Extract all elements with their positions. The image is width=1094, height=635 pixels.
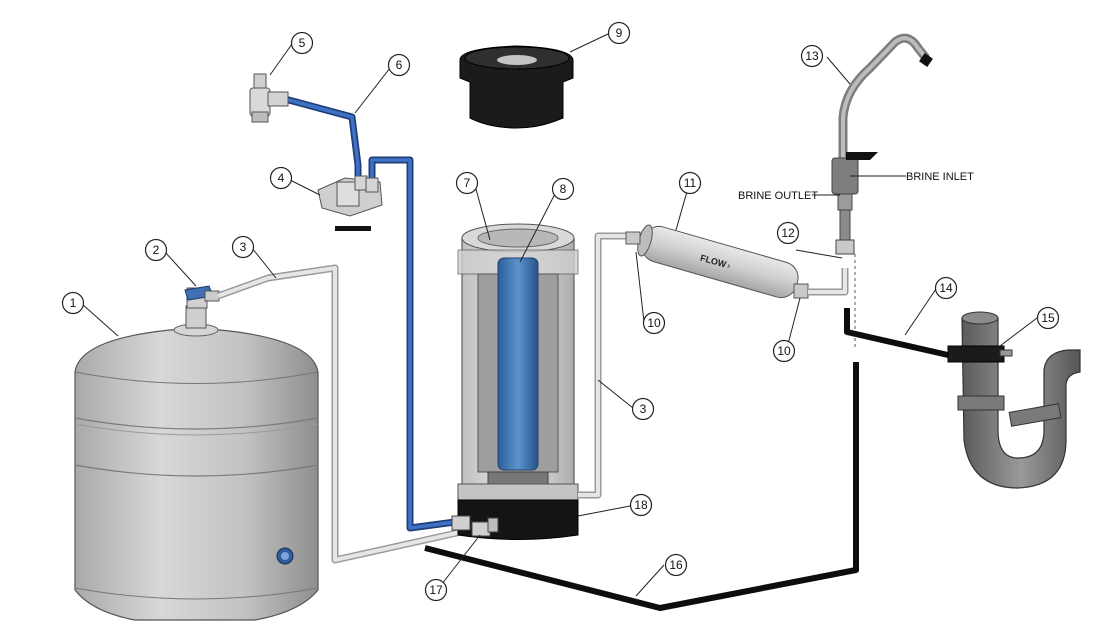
callout-label: 16 <box>669 558 683 572</box>
blue-feed-tube <box>284 95 456 532</box>
callout-label: 14 <box>939 281 953 295</box>
callout-label: 7 <box>464 176 471 190</box>
tube-postfilter-to-faucet <box>808 268 849 296</box>
storage-tank <box>74 305 319 621</box>
base-fittings <box>451 515 499 537</box>
callout-8: 8 <box>551 177 575 201</box>
callout-13: 13 <box>800 44 824 68</box>
brine-inlet-label: BRINE INLET <box>906 171 974 183</box>
callout-1: 1 <box>61 291 85 315</box>
callout-label: 5 <box>299 36 306 50</box>
callout-label: 8 <box>560 182 567 196</box>
callout-14: 14 <box>934 276 958 300</box>
callout-label: 1 <box>70 296 77 310</box>
callout-11: 11 <box>678 171 702 195</box>
callout-3: 3 <box>231 235 255 259</box>
callout-label: 15 <box>1041 311 1055 325</box>
filter-cap <box>459 45 574 129</box>
callout-15: 15 <box>1036 306 1060 330</box>
callout-2: 2 <box>144 238 168 262</box>
brine-line <box>424 362 859 611</box>
callout-label: 18 <box>634 498 648 512</box>
callout-10: 10 <box>642 311 666 335</box>
brine-outlet-label: BRINE OUTLET <box>738 190 818 202</box>
callout-label: 3 <box>640 402 647 416</box>
callout-label: 4 <box>278 171 285 185</box>
flow-arrow-icon: › <box>726 260 732 270</box>
callout-label: 6 <box>396 58 403 72</box>
callout-label: 2 <box>153 243 160 257</box>
callout-6: 6 <box>387 53 411 77</box>
callout-label: 13 <box>805 49 819 63</box>
callout-label: 10 <box>777 344 791 358</box>
callout-16: 16 <box>664 553 688 577</box>
leader-lines <box>81 33 1038 597</box>
tube-housing-to-postfilter <box>578 232 634 499</box>
callout-3: 3 <box>631 397 655 421</box>
angle-stop-valve <box>249 73 289 123</box>
callout-7: 7 <box>455 171 479 195</box>
callout-label: 12 <box>781 226 795 240</box>
drain-pipe <box>947 311 1081 489</box>
callout-9: 9 <box>607 21 631 45</box>
tube-tank-to-housing <box>216 264 471 564</box>
post-filter: FLOW › <box>625 224 809 299</box>
drain-line <box>844 308 949 358</box>
callout-10: 10 <box>772 339 796 363</box>
callout-label: 17 <box>429 583 443 597</box>
faucet <box>831 33 933 255</box>
callout-12: 12 <box>776 221 800 245</box>
callout-label: 3 <box>240 240 247 254</box>
callout-label: 10 <box>647 316 661 330</box>
callout-label: 9 <box>616 26 623 40</box>
callout-4: 4 <box>269 166 293 190</box>
callout-18: 18 <box>629 493 653 517</box>
callout-label: 11 <box>684 176 697 190</box>
callout-5: 5 <box>290 31 314 55</box>
membrane-housing <box>457 223 579 540</box>
callout-17: 17 <box>424 578 448 602</box>
shutoff-valve <box>317 175 383 231</box>
tank-valve <box>184 285 220 309</box>
